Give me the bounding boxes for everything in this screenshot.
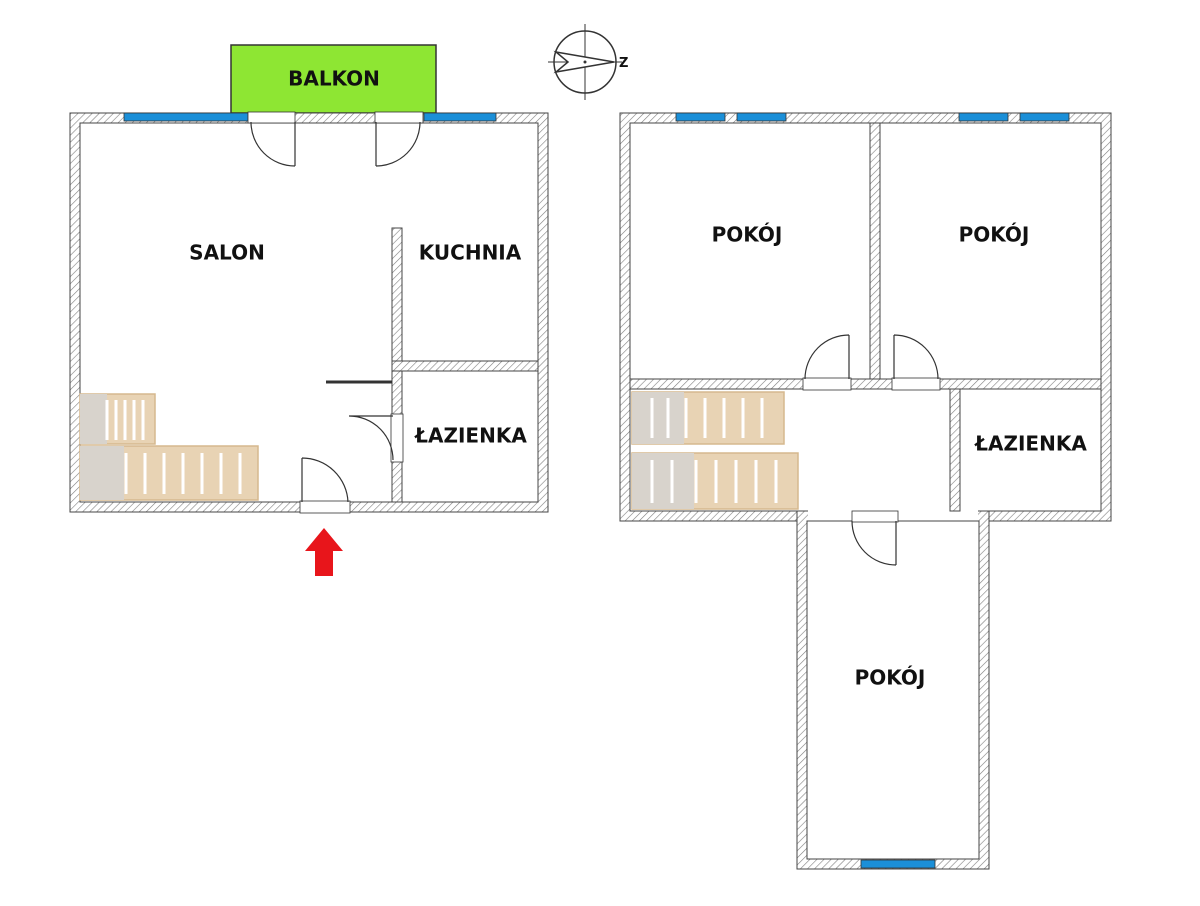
door-opening — [299, 500, 351, 514]
lower-floor — [69, 44, 549, 576]
bedroom-1-door — [804, 334, 850, 380]
balcony-door-left — [250, 121, 296, 167]
room-label-kitchen: KUCHNIA — [419, 241, 522, 265]
bathroom-wall — [949, 388, 961, 512]
stairs — [79, 393, 259, 501]
window — [675, 112, 726, 122]
room-label-bathroom-lower: ŁAZIENKA — [414, 424, 527, 448]
upper-floor — [619, 112, 1112, 870]
room-label-balcony: BALKON — [288, 67, 380, 91]
window — [423, 112, 497, 122]
door-opening — [851, 510, 899, 523]
bedroom-divider-wall — [869, 122, 881, 380]
bathroom-door — [348, 415, 394, 461]
balcony-door-right — [375, 121, 421, 167]
door-opening — [891, 377, 941, 391]
compass-icon: Z — [548, 24, 628, 100]
bedroom-2-door — [893, 334, 939, 380]
door-opening — [247, 111, 296, 124]
bedroom-3-door — [851, 520, 897, 566]
compass-direction-label: Z — [619, 56, 628, 71]
kitchen-bath-wall — [391, 360, 539, 372]
window — [1019, 112, 1070, 122]
stairs — [631, 391, 799, 510]
window — [123, 112, 249, 122]
entrance-arrow-icon — [305, 528, 343, 576]
room-label-living-room: SALON — [189, 241, 265, 265]
door-opening — [374, 111, 424, 124]
room-label-bedroom-3: POKÓJ — [855, 666, 926, 690]
balcony — [230, 44, 437, 114]
room-label-bathroom-upper: ŁAZIENKA — [974, 432, 1087, 456]
corridor-wall — [629, 378, 1102, 390]
room-label-bedroom-2: POKÓJ — [959, 223, 1030, 247]
entrance-door — [301, 457, 349, 503]
window — [736, 112, 787, 122]
door-opening — [390, 413, 404, 463]
window — [958, 112, 1009, 122]
window — [860, 859, 936, 869]
room-label-bedroom-1: POKÓJ — [712, 223, 783, 247]
door-opening — [802, 377, 852, 391]
